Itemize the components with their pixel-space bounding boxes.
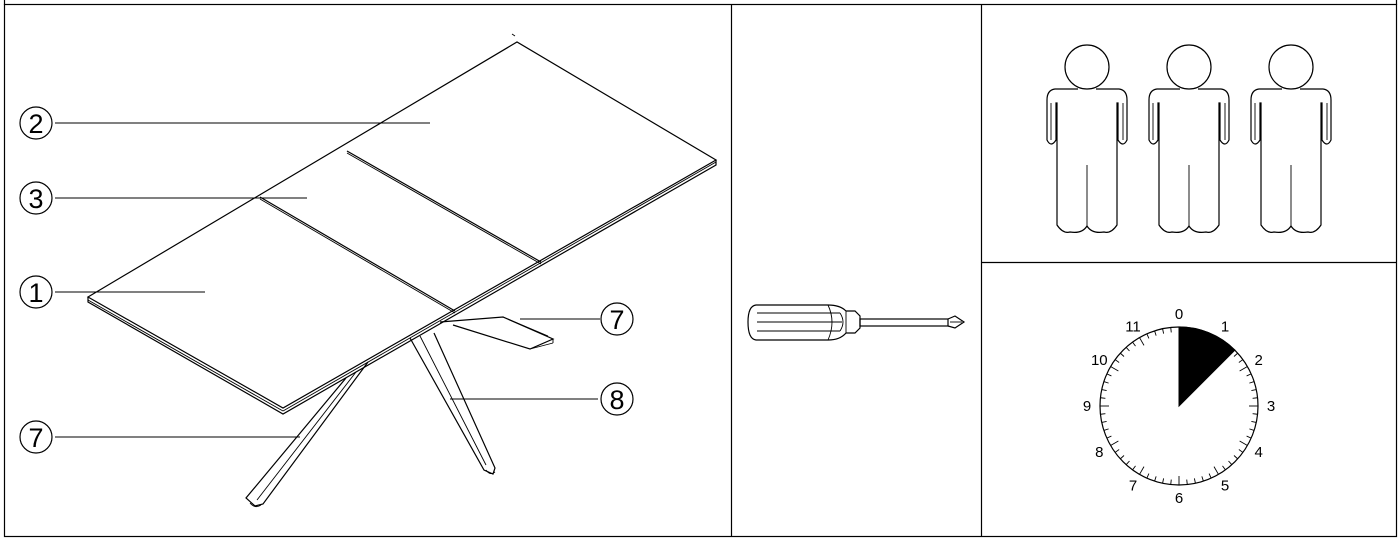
front-leg	[245, 361, 369, 508]
dial-tick	[1125, 460, 1130, 466]
dial-tick	[1252, 397, 1258, 399]
dial-tick	[1228, 460, 1233, 466]
dial-tick	[1101, 389, 1107, 392]
time-wedge	[1178, 326, 1236, 408]
dial-label: 10	[1091, 352, 1108, 369]
dial-tick	[1100, 397, 1106, 399]
dial-tick	[1146, 473, 1150, 479]
person-icon	[1148, 44, 1230, 233]
dial-tick	[1146, 333, 1150, 339]
dial-tick	[1201, 476, 1204, 482]
dial-tick	[1132, 341, 1136, 347]
callout-front-leg: 7	[19, 420, 53, 454]
dial-tick	[1193, 478, 1196, 484]
dial-tick	[1103, 428, 1109, 431]
dial-tick	[1110, 440, 1119, 446]
screwdriver-icon	[747, 304, 966, 341]
callout-number: 8	[609, 385, 624, 415]
dial-tick	[1101, 420, 1107, 423]
dial-tick	[1170, 479, 1172, 485]
dial-label: 2	[1255, 352, 1263, 369]
dial-tick	[1213, 466, 1219, 475]
dial-tick	[1154, 330, 1157, 336]
dial-tick	[1106, 435, 1112, 439]
dial-tick	[1252, 413, 1258, 415]
dial-tick	[1233, 352, 1239, 357]
dial-tick	[1139, 466, 1145, 475]
callout-rear-leg: 7	[600, 302, 634, 336]
callout-number: 7	[609, 305, 624, 335]
dial-tick	[1249, 381, 1255, 384]
dial-tick	[1100, 413, 1106, 415]
dial-tick	[1239, 366, 1248, 372]
people-required	[1046, 44, 1332, 233]
callout-number: 7	[28, 423, 43, 453]
dial-labels: 0 1 2 3 4 5 6 7 8 9 10 11	[1083, 306, 1275, 507]
dial-label: 3	[1267, 398, 1275, 415]
callout-front-panel: 1	[19, 275, 53, 309]
person-icon	[1250, 44, 1332, 233]
dial-tick	[1239, 440, 1248, 446]
dial-label: 8	[1095, 444, 1103, 461]
dial-tick	[1119, 352, 1125, 357]
center-leg	[409, 332, 496, 475]
dial-tick	[1119, 455, 1125, 460]
dial-label: 11	[1125, 318, 1141, 335]
dial-tick	[1222, 465, 1226, 471]
callout-middle-panel: 3	[19, 181, 53, 215]
dial-label: 9	[1083, 398, 1091, 415]
dial-ticks	[1100, 327, 1258, 485]
callout-number: 3	[28, 184, 43, 214]
dial-tick	[1251, 389, 1257, 392]
dial-tick	[1132, 465, 1136, 471]
dial-tick	[1251, 420, 1257, 423]
dial-label: 7	[1129, 478, 1137, 495]
dial-tick	[1233, 455, 1239, 460]
dial-tick	[1162, 478, 1165, 484]
dial-tick	[1238, 359, 1244, 363]
dial-tick	[1125, 346, 1130, 352]
layout-grid	[3, 0, 1398, 538]
dial-tick	[1249, 428, 1255, 431]
person-icon	[1046, 44, 1128, 233]
dial-tick	[1139, 337, 1145, 346]
dial-tick	[1246, 373, 1252, 377]
dial-label: 1	[1221, 318, 1229, 335]
leader-lines	[55, 122, 600, 438]
dial-label: 5	[1221, 478, 1229, 495]
dial-tick	[1208, 473, 1212, 479]
callout-number: 1	[28, 278, 43, 308]
callout-number: 2	[28, 109, 43, 139]
dial-tick	[1162, 328, 1165, 334]
dial-tick	[1103, 381, 1109, 384]
callout-top-panel: 2	[19, 106, 53, 140]
dial-tick	[1154, 476, 1157, 482]
dial-tick	[1170, 327, 1172, 333]
dial-tick	[1110, 366, 1119, 372]
callout-center-leg: 8	[600, 382, 634, 416]
table-illustration: 2 3 1 7 7 8	[19, 33, 718, 508]
clock-dial-icon: 0 1 2 3 4 5 6 7 8 9 10 11	[1083, 306, 1275, 507]
dial-label: 4	[1255, 444, 1263, 461]
dial-tick	[1114, 359, 1120, 363]
dial-tick	[1186, 479, 1188, 485]
dial-tick	[1114, 449, 1120, 453]
dial-tick	[1238, 449, 1244, 453]
dial-tick	[1246, 435, 1252, 439]
rear-leg	[439, 316, 555, 350]
table-top	[86, 33, 718, 415]
dial-label: 0	[1175, 306, 1183, 323]
dial-label: 6	[1175, 490, 1183, 507]
dial-tick	[1106, 373, 1112, 377]
